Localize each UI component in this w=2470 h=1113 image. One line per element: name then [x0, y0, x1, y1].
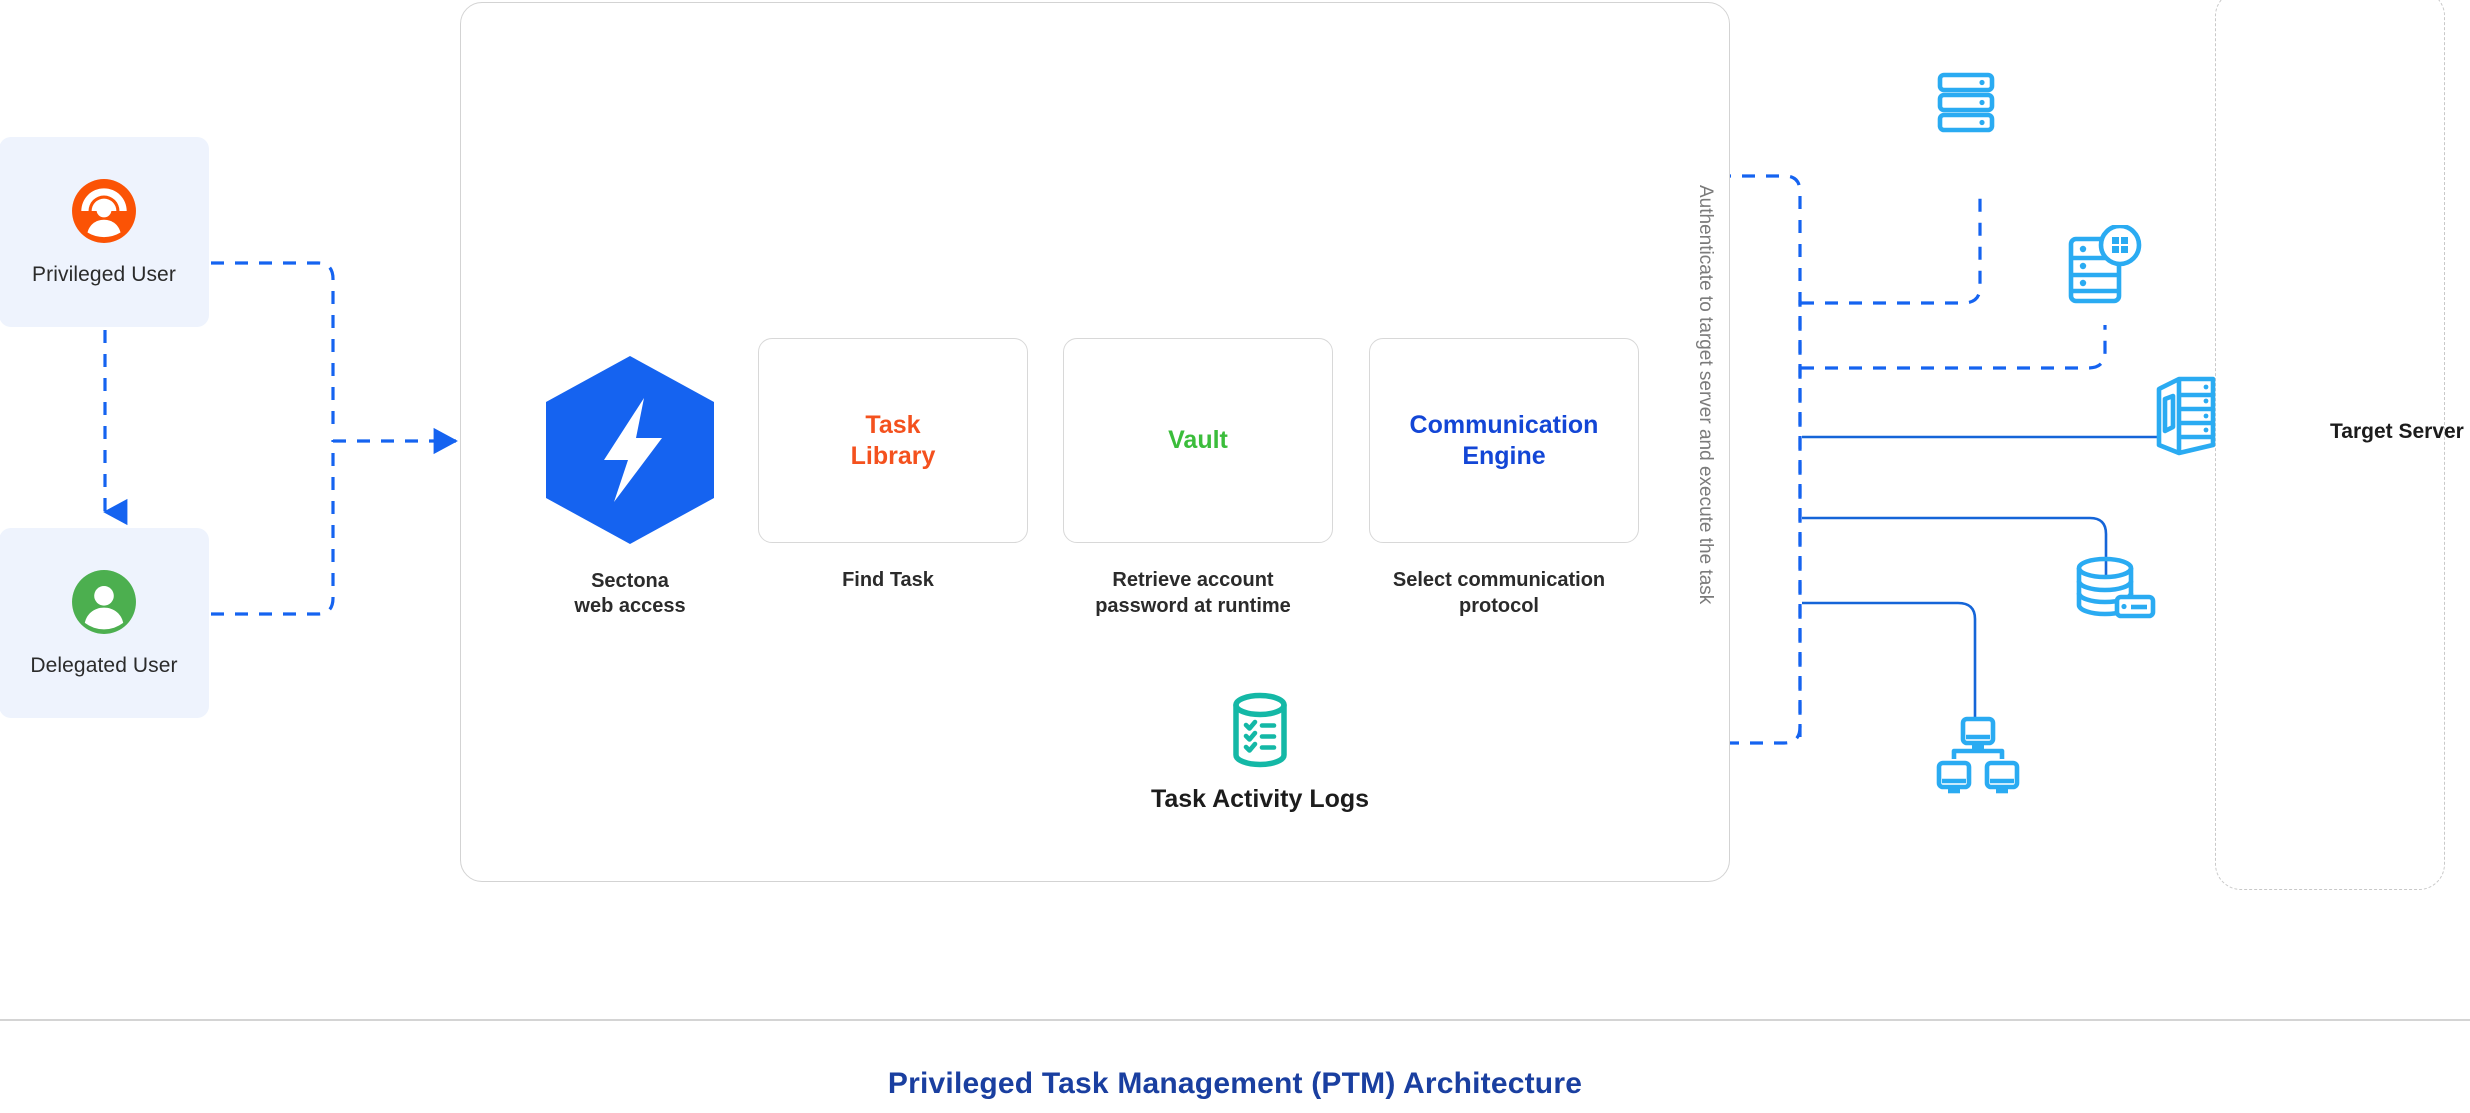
wire-privileged-to-rail — [211, 261, 335, 430]
communication-engine-title: Communication Engine — [1410, 410, 1599, 471]
database-server-icon[interactable] — [2073, 555, 2157, 626]
vault-title: Vault — [1168, 425, 1228, 456]
target-server-label: Target Server — [2330, 420, 2464, 443]
wire-rail-to-rack-server — [1801, 190, 1982, 305]
vault-caption-line1: Retrieve account — [1112, 569, 1274, 591]
network-topology-icon[interactable] — [1932, 715, 2024, 804]
wire-rail-to-network-hosts — [1802, 601, 1977, 718]
target-server-boundary — [2215, 0, 2445, 890]
communication-engine-caption: Select communication protocol — [1334, 567, 1664, 619]
privileged-user-icon — [71, 178, 137, 249]
tower-server-icon[interactable] — [2155, 375, 2217, 462]
communication-engine-caption-line2: protocol — [1459, 595, 1539, 617]
task-library-title: Task Library — [851, 410, 936, 471]
authenticate-rail-label: Authenticate to target server and execut… — [1695, 185, 1716, 605]
page-title: Privileged Task Management (PTM) Archite… — [887, 1067, 1583, 1100]
sectona-hexagon-logo — [540, 356, 720, 554]
windows-server-icon[interactable] — [2067, 223, 2145, 310]
task-library-caption: Find Task — [723, 567, 1053, 593]
process-box-vault[interactable]: Vault — [1063, 338, 1333, 543]
server-rack-icon[interactable] — [1937, 72, 1995, 139]
communication-engine-title-line1: Communication — [1409, 411, 1599, 439]
database-checklist-icon — [1224, 692, 1296, 774]
delegated-user-label: Delegated User — [30, 653, 178, 677]
vault-caption: Retrieve account password at runtime — [1028, 567, 1358, 619]
wire-rail-to-db-server — [1802, 516, 2108, 578]
process-box-task-library[interactable]: Task Library — [758, 338, 1028, 543]
process-box-communication-engine[interactable]: Communication Engine — [1369, 338, 1639, 543]
delegated-user-icon — [71, 569, 137, 640]
task-activity-logs-label: Task Activity Logs — [1150, 785, 1370, 813]
wire-delegated-to-rail — [211, 440, 335, 616]
task-library-title-line1: Task — [865, 411, 921, 439]
actor-card-delegated-user[interactable]: Delegated User — [0, 528, 209, 718]
privileged-user-label: Privileged User — [32, 262, 176, 286]
task-activity-logs-node[interactable]: Task Activity Logs — [1090, 690, 1430, 814]
sectona-caption: Sectona web access — [540, 569, 720, 619]
footer-divider — [0, 1019, 2470, 1021]
communication-engine-title-line2: Engine — [1462, 441, 1546, 470]
task-library-title-line2: Library — [850, 441, 936, 470]
actor-card-privileged-user[interactable]: Privileged User — [0, 137, 209, 327]
communication-engine-caption-line1: Select communication — [1392, 569, 1606, 591]
sectona-gateway-node[interactable]: Sectona web access — [540, 350, 720, 619]
vault-title-line1: Vault — [1168, 426, 1228, 455]
wire-rail-to-windows-server — [1801, 325, 2107, 370]
vault-caption-line2: password at runtime — [1095, 595, 1291, 617]
task-library-caption-line1: Find Task — [842, 569, 934, 591]
sectona-caption-line1: Sectona — [591, 570, 669, 592]
sectona-caption-line2: web access — [574, 595, 686, 617]
